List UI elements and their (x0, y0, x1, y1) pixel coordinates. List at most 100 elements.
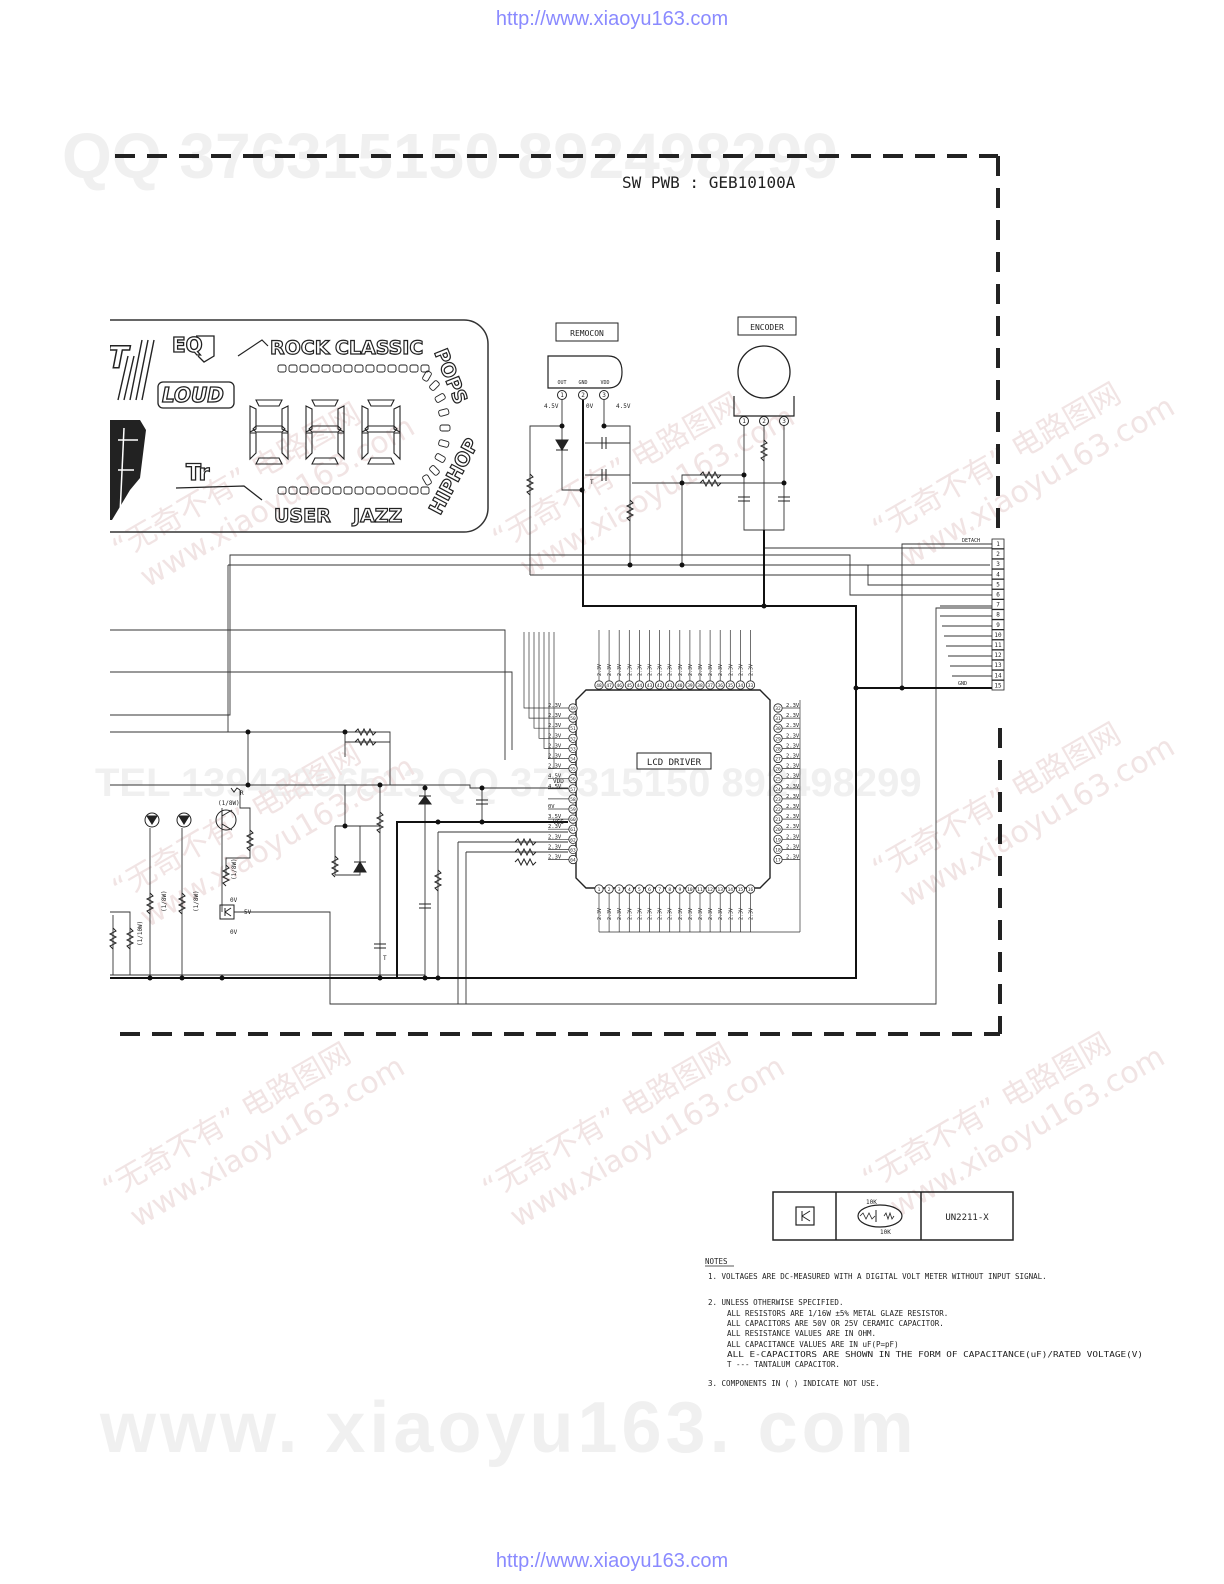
lcd-pin-top-number: 34 (738, 683, 744, 689)
lcd-pin-bottom-volt: 2.3V (637, 908, 643, 920)
label-res-18w-1: (1/8W) (218, 800, 240, 807)
lcd-pin-top-number: 37 (707, 683, 713, 689)
connector-pin (991, 639, 1005, 651)
connector-label-detach: DETACH (962, 538, 980, 544)
led-2 (176, 812, 192, 828)
lcd-pin-right-volt: 2.3V (786, 804, 800, 810)
lcd-pin-right-number: 25 (775, 777, 781, 783)
lcd-pin-left-number: 50 (570, 716, 576, 722)
connector-pin-number: 4 (996, 571, 1000, 578)
display-seg-arc (422, 474, 432, 486)
lcd-pin-top-number: 40 (677, 683, 683, 689)
lcd-pin-top-volt: 2.3V (607, 664, 613, 676)
lcd-pin-right-number: 22 (775, 807, 781, 813)
display-seg-top (321, 364, 331, 373)
display-digit-segment (249, 405, 257, 433)
display-partial-t: T (108, 341, 131, 376)
watermark-site: www. xiaoyu163. com (99, 1388, 918, 1468)
lcd-pin-bottom-volt: 2.3V (688, 908, 694, 920)
lcd-pin-right-number: 24 (775, 787, 781, 793)
lcd-pin-right-volt: 2.3V (786, 774, 800, 780)
display-seg-top (288, 364, 298, 373)
lcd-pin-top-number: 39 (687, 683, 693, 689)
lcd-pin-bottom-number: 15 (738, 887, 744, 893)
note-2-item-4: ALL CAPACITANCE VALUES ARE IN uF(P=pF) (727, 1340, 899, 1349)
lcd-pin-left-number: 57 (570, 787, 576, 793)
notes: NOTES 1. VOLTAGES ARE DC-MEASURED WITH A… (705, 1257, 1143, 1388)
lcd-pin-right-volt: 2.3V (786, 794, 800, 800)
lcd-pin-top-volt: 2.3V (749, 664, 755, 676)
display-digit-segment (281, 405, 289, 433)
lcd-pin-top-volt: 2.3V (728, 664, 734, 676)
resistor-r11 (245, 829, 255, 852)
remocon-pin-label-vdd: VDD (600, 380, 609, 386)
display-seg-bottom (376, 486, 386, 495)
display-loud-box (157, 381, 235, 409)
connector-pin-number: 5 (996, 581, 1000, 588)
label-0v-2: 0V (230, 929, 238, 936)
lcd-pin-bottom-number: 2 (608, 887, 611, 893)
label-r-marker: R (240, 790, 244, 797)
lcd-pin-right-volt: 2.3V (786, 814, 800, 820)
display-digit-segment (393, 405, 401, 433)
lcd-pin-left-volt: 2.3V (548, 733, 562, 739)
connector-pin-number: 8 (996, 612, 1000, 619)
display-digit-segment (361, 405, 369, 433)
footer-url[interactable]: http://www.xiaoyu163.com (495, 1550, 729, 1572)
connector-pin-number: 10 (994, 632, 1002, 639)
header-url[interactable]: http://www.xiaoyu163.com (495, 8, 729, 30)
lcd-pin-left-number: 52 (570, 736, 576, 742)
display-seg-bottom (321, 486, 331, 495)
lcd-pins-right: 322.3V312.3V302.3V292.3V282.3V272.3V262.… (773, 700, 801, 932)
connector-pin (991, 659, 1005, 671)
encoder-knob (737, 345, 791, 399)
lcd-pin-right-volt: 2.3V (786, 834, 800, 840)
display-digit-segment (255, 457, 283, 465)
lcd-pin-right-volt: 2.3V (786, 733, 800, 739)
lcd-pin-bottom-number: 8 (668, 887, 671, 893)
display-digit-segment (305, 405, 313, 433)
lcd-pin-top-number: 45 (627, 683, 633, 689)
lcd-left-fan-line (538, 632, 548, 739)
ground-bus (110, 400, 992, 979)
display-loud: LOUD (162, 383, 224, 407)
resistor-r7 (354, 737, 377, 747)
resistor-r13 (145, 892, 155, 915)
lcd-pin-left-volt: 0V (548, 804, 555, 810)
lcd-pin-top-volt: 2.3V (718, 664, 724, 676)
display-segment-arc (422, 370, 451, 486)
lcd-pin-top-number: 44 (637, 683, 643, 689)
display-seg-top (365, 364, 375, 373)
display-seg-bottom (299, 486, 309, 495)
lcd-pin-top-number: 47 (606, 683, 612, 689)
resistor-r16 (125, 927, 135, 950)
connector-pin-number: 14 (994, 672, 1002, 679)
digital-transistor-box (219, 904, 235, 920)
display-digit-segment (367, 457, 395, 465)
lcd-pin-right-volt: 2.3V (786, 784, 800, 790)
lcd-pin-left-number: 62 (570, 837, 576, 843)
display-user: USER (274, 505, 331, 527)
lcd-pin-bottom-volt: 2.3V (708, 908, 714, 920)
display-seg-arc (438, 439, 450, 448)
display-seg-bottom (332, 486, 342, 495)
lcd-pin-bottom-number: 9 (678, 887, 681, 893)
led-1 (144, 812, 160, 828)
remocon-pin-2: 2 (581, 392, 585, 399)
lcd-pin-left-number: 58 (570, 797, 576, 803)
lcd-pin-left-number: 55 (570, 767, 576, 773)
display-seg-bottom (310, 486, 320, 495)
display-seg-bottom (288, 486, 298, 495)
lcd-pin-top-number: 46 (616, 683, 622, 689)
display-digit-segment (305, 432, 313, 461)
lcd-pin-left-volt: 4.5V (548, 784, 562, 790)
remocon-pin-1: 1 (560, 392, 564, 399)
display-digit-segment (281, 432, 289, 461)
lcd-pin-right-volt: 2.3V (786, 764, 800, 770)
display-bars-icon (117, 339, 155, 401)
lcd-pin-top-number: 43 (647, 683, 653, 689)
resistor-r17 (514, 837, 537, 847)
lcd-pin-bottom-number: 13 (717, 887, 723, 893)
display-seg-bottom (365, 486, 375, 495)
connector-pin (991, 599, 1005, 610)
